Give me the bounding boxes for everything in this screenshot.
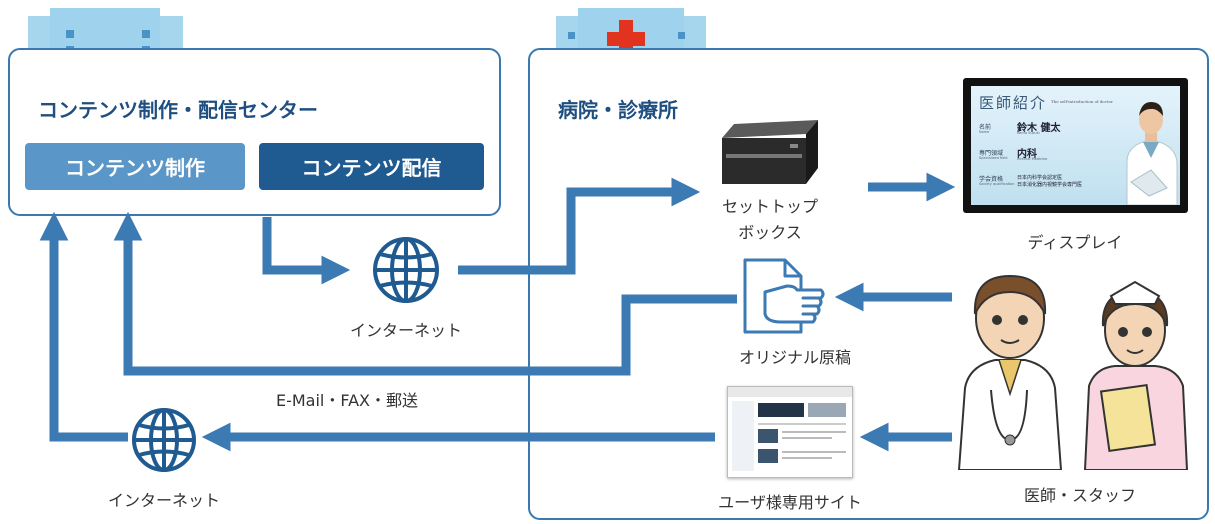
doctor-photo <box>1126 102 1178 205</box>
display-heading: 医師紹介 <box>979 94 1048 112</box>
display-row-name-sublabel: Name <box>979 130 990 134</box>
display-row-name-label: 名前 <box>979 124 992 131</box>
center-title: コンテンツ制作・配信センター <box>38 98 318 122</box>
display-row-society-value: 日本内科学会認定医 <box>1017 175 1063 181</box>
display-row-name-subvalue: Kenta Suzuki <box>1017 131 1040 135</box>
display-row-society-sublabel: Society qualification <box>979 182 1015 186</box>
globe-icon <box>373 237 439 303</box>
globe-icon <box>132 408 196 472</box>
display-row-field-sublabel: Specialized field <box>979 156 1008 160</box>
original-label: オリジナル原稿 <box>738 348 851 367</box>
email-fax-label: E-Mail・FAX・郵送 <box>275 391 419 410</box>
doctor-staff-label: 医師・スタッフ <box>1023 486 1136 505</box>
display-row-society-label: 学会資格 <box>979 176 1004 183</box>
display-row-society-subvalue: 日本消化器内視鏡学会専門医 <box>1017 182 1083 188</box>
display-row-field-value: 内科 <box>1017 149 1037 160</box>
stb-label-line2: ボックス <box>738 223 802 242</box>
display-screen: 医師紹介 The self-introduction of doctor 名前 … <box>971 86 1180 205</box>
doctor-nurse-illustration <box>957 274 1189 470</box>
internet-label-top: インターネット <box>349 321 462 340</box>
stb-label-line1: セットトップ <box>721 197 818 216</box>
hospital-title: 病院・診療所 <box>558 98 678 122</box>
display-row-name-value: 鈴木 健太 <box>1017 123 1061 134</box>
content-production-button[interactable]: コンテンツ制作 <box>25 143 245 190</box>
display-monitor: 医師紹介 The self-introduction of doctor 名前 … <box>963 78 1188 213</box>
user-site-screenshot <box>727 386 853 478</box>
display-row-field-label: 専門領域 <box>979 150 1004 157</box>
content-delivery-button[interactable]: コンテンツ配信 <box>259 143 484 190</box>
internet-label-bottom: インターネット <box>107 491 220 510</box>
display-row-field-subvalue: Internal Medicine <box>1017 157 1048 161</box>
display-subheading: The self-introduction of doctor <box>1051 99 1113 104</box>
display-label: ディスプレイ <box>1027 233 1123 252</box>
set-top-box-icon <box>722 120 818 184</box>
document-hand-icon <box>743 258 825 334</box>
user-site-label: ユーザ様専用サイト <box>718 493 862 512</box>
